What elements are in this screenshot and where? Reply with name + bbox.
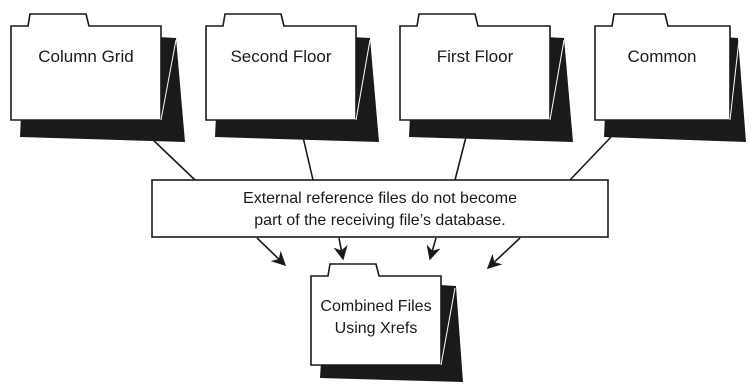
folder-fold-line (160, 39, 177, 121)
folder-label: Common (628, 47, 697, 66)
caption-line-2: part of the receiving file’s database. (254, 212, 505, 229)
folder-fold-line (729, 39, 740, 121)
folder-body (10, 13, 162, 121)
connector-lines (149, 136, 612, 181)
folder-body (399, 13, 551, 121)
arrow-2 (333, 237, 348, 261)
arrow-3 (426, 237, 441, 261)
connector-column-grid (149, 136, 196, 181)
combined-label-line-1: Combined Files (320, 298, 431, 315)
caption-box: External reference files do not become p… (151, 179, 609, 238)
folder-fold-line (355, 39, 371, 121)
folder-second-floor: Second Floor (205, 13, 379, 142)
caption-box-frame (151, 179, 609, 238)
folder-fold-line (440, 287, 456, 366)
connector-second-floor (302, 136, 314, 181)
connector-common (569, 136, 612, 181)
folder-label: Column Grid (38, 47, 133, 66)
folder-first-floor: First Floor (399, 13, 573, 142)
arrows (256, 237, 521, 269)
caption-line-1: External reference files do not become (243, 190, 517, 207)
folder-label: Second Floor (230, 47, 331, 66)
folder-fold-line (549, 39, 565, 121)
folder-column-grid: Column Grid (10, 13, 185, 142)
arrow-1 (256, 237, 287, 266)
folder-label: First Floor (437, 47, 514, 66)
arrow-4 (486, 237, 521, 269)
folder-common: Common (594, 13, 746, 142)
combined-label-line-2: Using Xrefs (335, 320, 418, 337)
folder-body (205, 13, 357, 121)
connector-first-floor (454, 136, 467, 181)
folder-body (310, 263, 442, 366)
folder-body (594, 13, 731, 121)
folder-combined: Combined Files Using Xrefs (310, 263, 463, 382)
